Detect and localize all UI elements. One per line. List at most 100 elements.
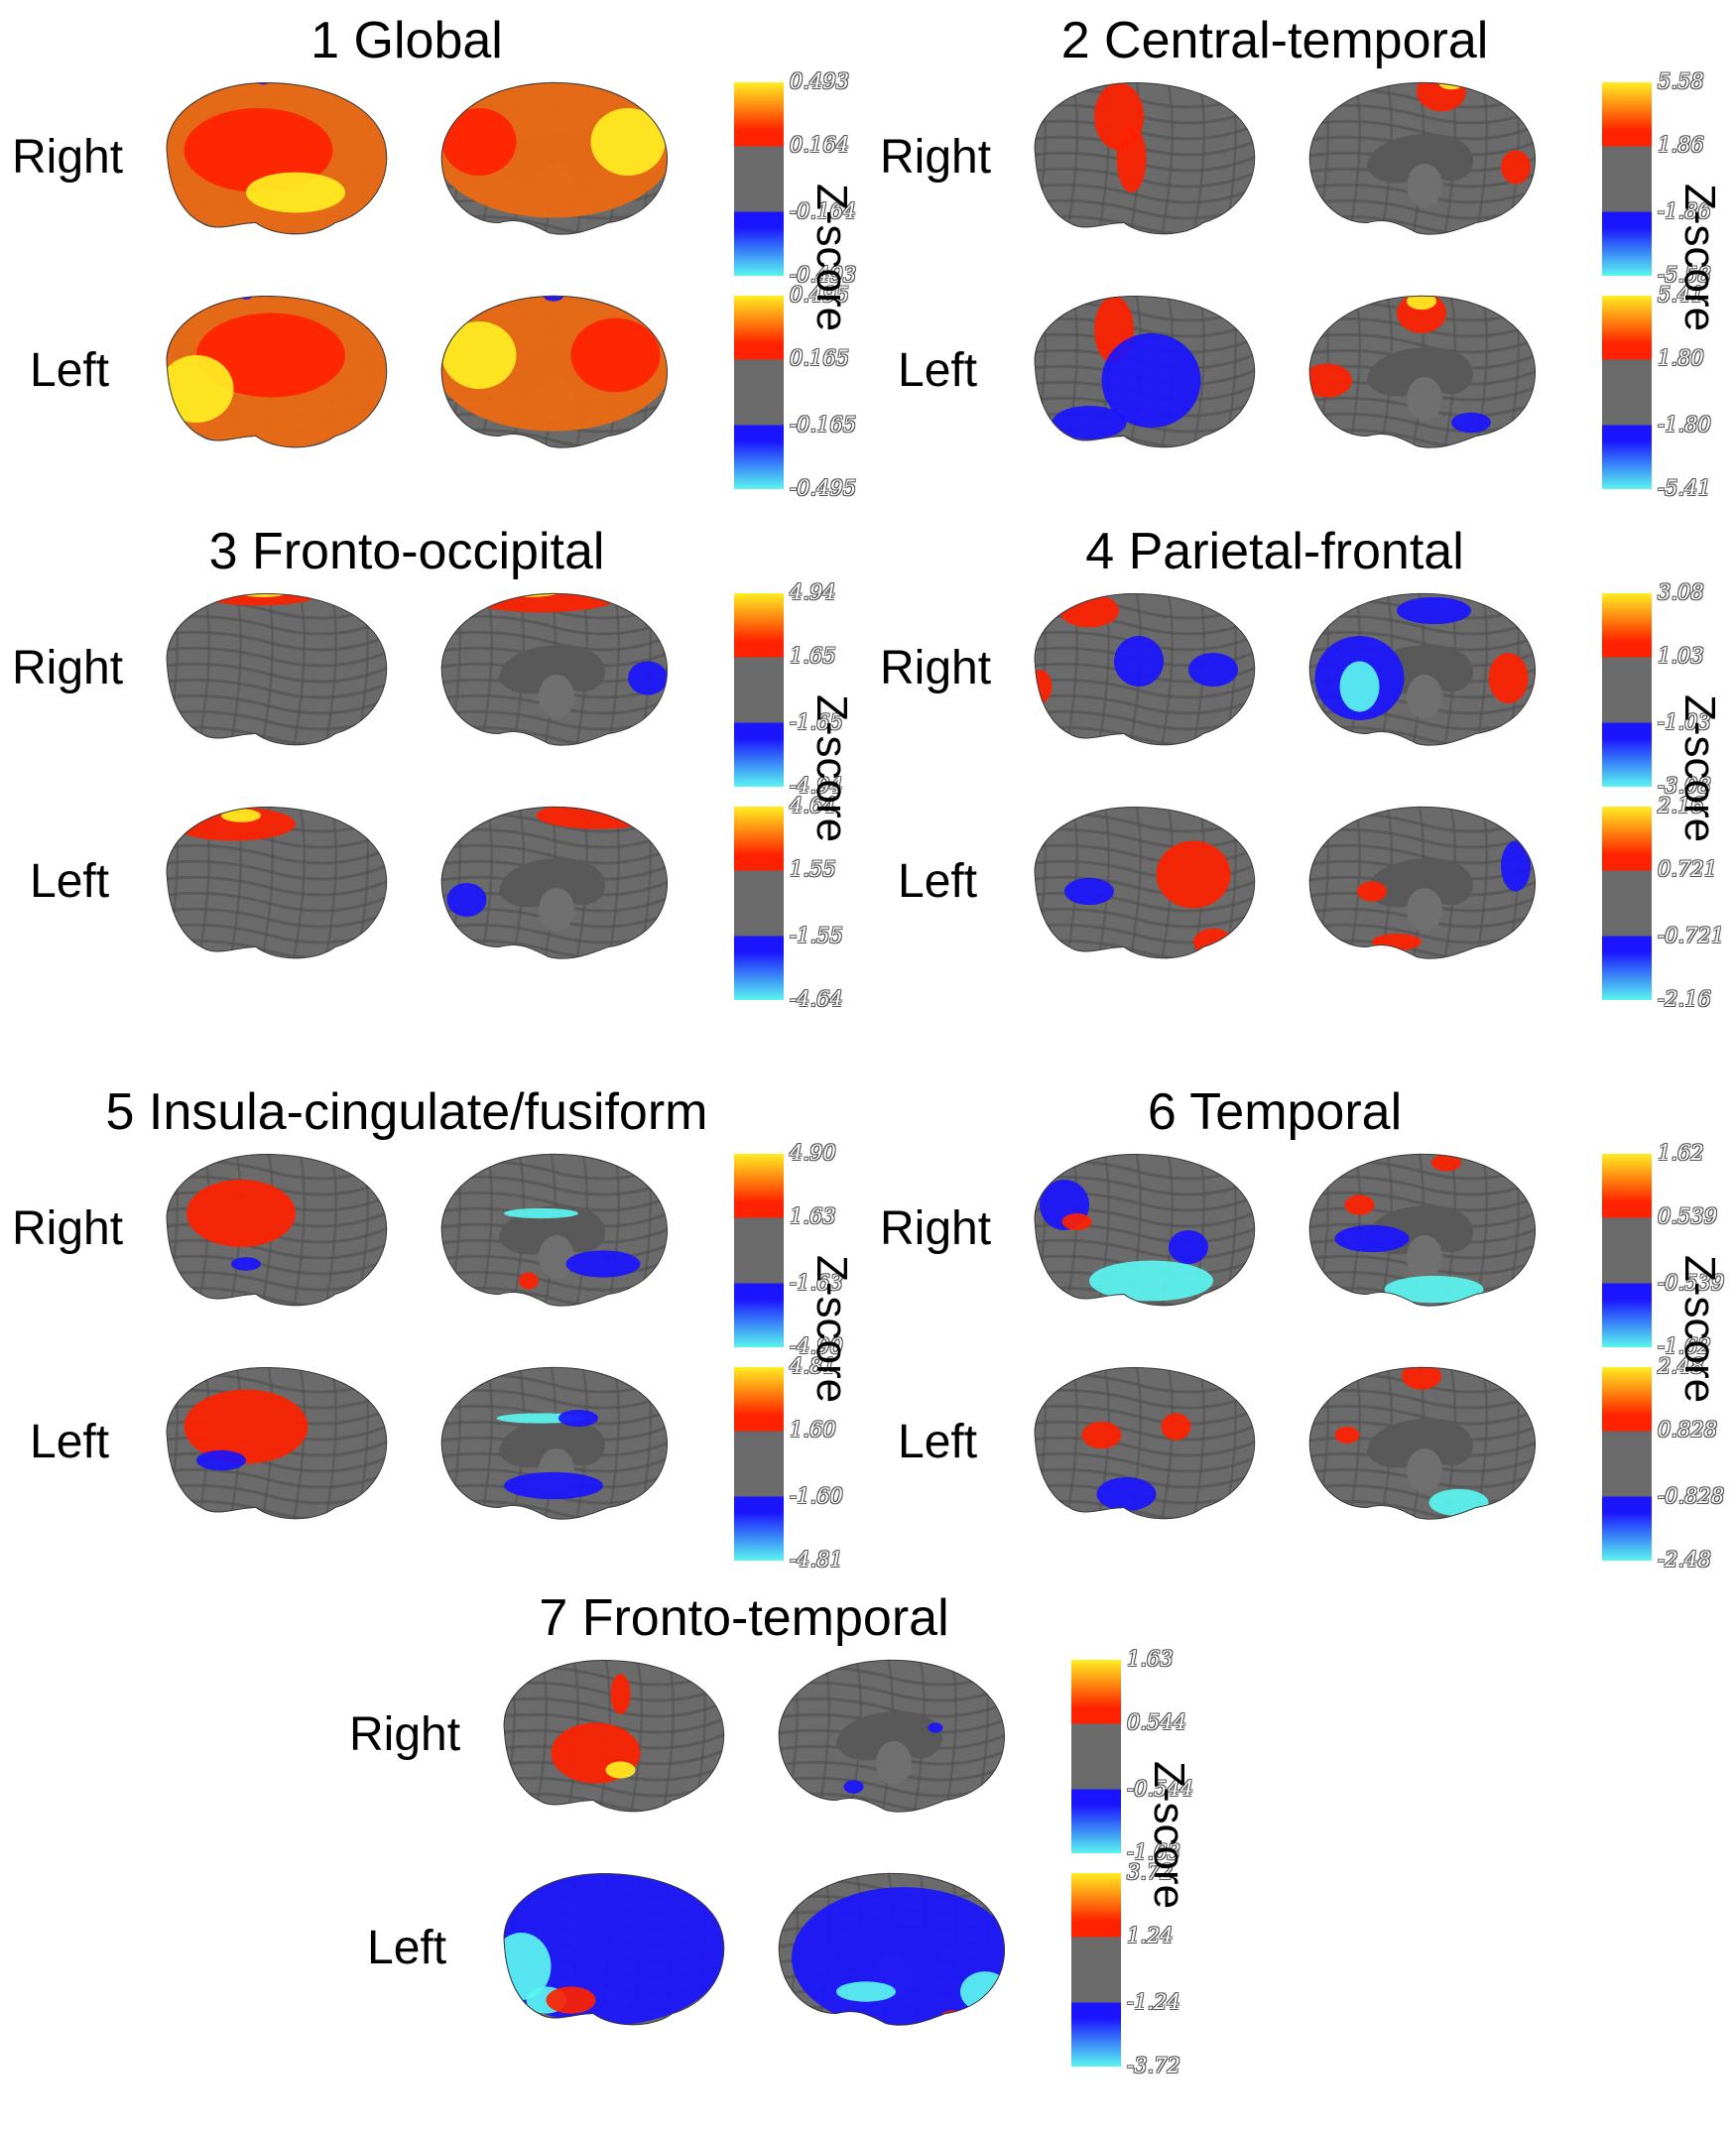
- hemisphere-label-left: Left: [898, 855, 978, 908]
- brain-right-medial-1: [440, 81, 668, 235]
- colorbar-tick: 5.41: [1658, 283, 1704, 307]
- hemisphere-label-right: Right: [880, 1202, 992, 1255]
- colorbar-tick: -1.60: [790, 1483, 843, 1508]
- zscore-axis-label: Z-score: [1675, 184, 1724, 332]
- colorbar-tick: 0.539: [1658, 1204, 1718, 1229]
- colorbar-tick: 0.495: [790, 283, 850, 307]
- colorbar-tick: -0.164: [790, 198, 857, 223]
- hemisphere-label-left: Left: [30, 855, 110, 908]
- brain-right-medial-7: [778, 1659, 1005, 1813]
- brain-left-medial-4: [1308, 806, 1536, 959]
- zscore-axis-label: Z-score: [1145, 1761, 1193, 1910]
- panel-title: 6 Temporal: [1147, 1083, 1403, 1141]
- hemisphere-label-right: Right: [880, 642, 992, 694]
- brain-view: [1298, 288, 1546, 461]
- hemisphere-label-left: Left: [30, 1416, 110, 1468]
- brain-left-lateral-5: [166, 1367, 388, 1520]
- brain-right-lateral-2: [1034, 82, 1256, 235]
- brain-right-medial-4: [1308, 592, 1536, 746]
- colorbar-gradient: [734, 1367, 784, 1561]
- brain-view: [430, 74, 678, 248]
- brain-view: [1298, 1359, 1546, 1533]
- colorbar-tick: 4.90: [790, 1141, 836, 1165]
- colorbar-tick: -3.08: [1658, 774, 1711, 798]
- colorbar-tick: -5.58: [1658, 263, 1711, 287]
- colorbar-tick: 3.08: [1658, 580, 1704, 604]
- colorbar-tick: 1.80: [1658, 346, 1704, 371]
- colorbar-tick: -0.493: [790, 263, 857, 287]
- hemisphere-label-right: Right: [12, 131, 124, 184]
- brain-view: [147, 288, 395, 461]
- hemisphere-label-right: Right: [349, 1708, 461, 1761]
- brain-left-lateral-7: [503, 1873, 725, 2026]
- colorbar-tick: 2.16: [1658, 794, 1704, 817]
- brain-right-medial-6: [1308, 1153, 1536, 1307]
- brain-right-medial-5: [440, 1153, 668, 1307]
- colorbar-tick: 0.721: [1658, 857, 1718, 882]
- brain-view: [1298, 1146, 1546, 1320]
- colorbar-tick: -0.539: [1658, 1270, 1725, 1295]
- zscore-axis-label: Z-score: [1675, 1255, 1724, 1404]
- brain-right-lateral-6: [1034, 1154, 1256, 1307]
- brain-view: [430, 1146, 678, 1320]
- colorbar-gradient: [1602, 1154, 1652, 1347]
- colorbar-tick: 2.48: [1658, 1354, 1704, 1378]
- colorbar-tick: -1.86: [1658, 198, 1711, 223]
- brain-right-lateral-7: [503, 1660, 725, 1813]
- colorbar-tick: -1.24: [1127, 1989, 1180, 2014]
- colorbar-gradient: [1602, 82, 1652, 276]
- colorbar-gradient: [1071, 1873, 1121, 2067]
- colorbar-tick: 0.165: [790, 346, 850, 371]
- brain-view: [147, 1146, 395, 1320]
- colorbar-tick: -1.65: [790, 709, 843, 734]
- hemisphere-label-left: Left: [898, 1416, 978, 1468]
- colorbar-tick: 5.58: [1658, 69, 1704, 93]
- brain-right-medial-3: [440, 592, 668, 746]
- panel-title: 1 Global: [310, 12, 503, 69]
- hemisphere-label-right: Right: [12, 1202, 124, 1255]
- colorbar-tick: 0.828: [1658, 1418, 1718, 1443]
- brain-left-lateral-6: [1034, 1367, 1256, 1520]
- brain-left-lateral-2: [1034, 296, 1256, 448]
- colorbar-tick: 1.63: [1127, 1647, 1174, 1671]
- brain-right-medial-2: [1308, 81, 1536, 235]
- colorbar-gradient: [1602, 807, 1652, 1000]
- colorbar-tick: -1.63: [790, 1270, 843, 1295]
- colorbar-tick: -4.81: [790, 1548, 843, 1572]
- colorbar-tick: -4.90: [790, 1334, 843, 1358]
- brain-view: [147, 1359, 395, 1533]
- brain-left-medial-1: [440, 295, 668, 448]
- brain-view: [1298, 585, 1546, 759]
- brain-left-medial-7: [778, 1872, 1005, 2026]
- colorbar-tick: 3.72: [1127, 1860, 1174, 1884]
- brain-right-lateral-4: [1034, 593, 1256, 746]
- colorbar-tick: 4.94: [790, 580, 836, 604]
- brain-view: [484, 1865, 732, 2039]
- brain-view: [430, 1359, 678, 1533]
- brain-left-medial-2: [1308, 295, 1536, 448]
- colorbar-tick: -0.721: [1658, 923, 1725, 947]
- panel-title: 5 Insula-cingulate/fusiform: [105, 1083, 708, 1141]
- brain-left-medial-5: [440, 1366, 668, 1520]
- zscore-axis-label: Z-score: [807, 184, 856, 332]
- colorbar-tick: -1.80: [1658, 412, 1711, 437]
- colorbar-gradient: [734, 82, 784, 276]
- brain-left-medial-3: [440, 806, 668, 959]
- colorbar-tick: 1.62: [1658, 1141, 1704, 1165]
- brain-view: [1015, 585, 1263, 759]
- brain-left-lateral-3: [166, 807, 388, 959]
- brain-left-lateral-1: [166, 296, 388, 448]
- colorbar-tick: -1.62: [1658, 1334, 1711, 1358]
